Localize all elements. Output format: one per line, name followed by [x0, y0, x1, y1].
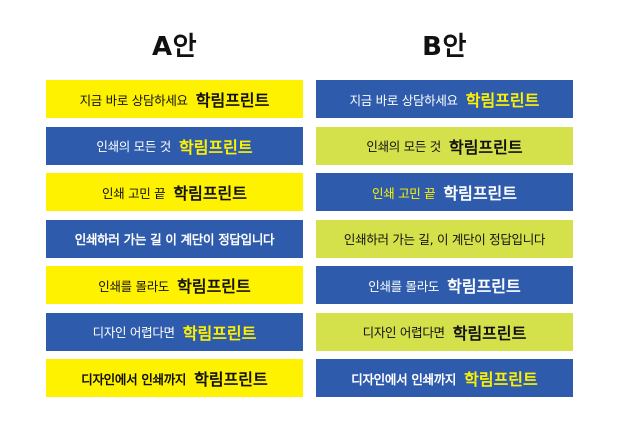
banner-text: 디자인 어렵다면 — [362, 325, 445, 340]
banner-a-1: 지금 바로 상담하세요 학림프린트 — [46, 80, 303, 118]
banner-a-5: 인쇄를 몰라도 학림프린트 — [46, 266, 303, 304]
column-b-title: B안 — [422, 32, 467, 62]
brand-name: 학림프린트 — [195, 91, 270, 110]
brand-name: 학림프린트 — [464, 370, 538, 389]
banner-text: 인쇄를 몰라도 — [368, 278, 440, 294]
banner-text: 인쇄하러 가는 길 이 계단이 정답입니다 — [74, 232, 275, 247]
banner-b-7: 디자인에서 인쇄까지 학림프린트 — [316, 359, 573, 397]
column-a: 지금 바로 상담하세요 학림프린트 인쇄의 모든 것 학림프린트 인쇄 고민 끝… — [46, 80, 303, 406]
column-b: 지금 바로 상담하세요 학림프린트 인쇄의 모든 것 학림프린트 인쇄 고민 끝… — [316, 80, 573, 406]
banner-text: 지금 바로 상담하세요 — [349, 92, 458, 108]
banner-text: 디자인에서 인쇄까지 — [81, 371, 187, 387]
banner-b-6: 디자인 어렵다면 학림프린트 — [316, 312, 573, 351]
banner-a-3: 인쇄 고민 끝 학림프린트 — [46, 173, 303, 211]
brand-name: 학림프린트 — [448, 137, 523, 157]
banner-text: 인쇄의 모든 것 — [366, 139, 441, 154]
banner-text: 지금 바로 상담하세요 — [79, 92, 188, 108]
banner-a-6: 디자인 어렵다면 학림프린트 — [46, 312, 303, 351]
banner-b-3: 인쇄 고민 끝 학림프린트 — [316, 173, 573, 211]
banner-b-5: 인쇄를 몰라도 학림프린트 — [316, 266, 573, 304]
brand-name: 학림프린트 — [177, 277, 251, 296]
banner-text: 인쇄 고민 끝 — [102, 185, 166, 201]
brand-name: 학림프린트 — [447, 277, 521, 296]
brand-name: 학림프린트 — [182, 323, 257, 343]
banner-text: 인쇄하러 가는 길, 이 계단이 정답입니다 — [343, 232, 546, 247]
brand-name: 학림프린트 — [178, 137, 253, 157]
banner-a-4: 인쇄하러 가는 길 이 계단이 정답입니다 — [46, 219, 303, 258]
brand-name: 학림프린트 — [465, 91, 540, 110]
column-a-title: A안 — [151, 32, 198, 62]
banner-b-4: 인쇄하러 가는 길, 이 계단이 정답입니다 — [316, 219, 573, 258]
banner-text: 인쇄 고민 끝 — [372, 185, 436, 201]
banner-b-1: 지금 바로 상담하세요 학림프린트 — [316, 80, 573, 118]
banner-a-2: 인쇄의 모든 것 학림프린트 — [46, 126, 303, 165]
banner-a-7: 디자인에서 인쇄까지 학림프린트 — [46, 359, 303, 397]
brand-name: 학림프린트 — [443, 184, 517, 203]
banner-b-2: 인쇄의 모든 것 학림프린트 — [316, 126, 573, 165]
banner-text: 디자인에서 인쇄까지 — [351, 371, 457, 387]
banner-text: 인쇄를 몰라도 — [98, 278, 170, 294]
banner-text: 디자인 어렵다면 — [92, 325, 175, 340]
brand-name: 학림프린트 — [173, 184, 247, 203]
banner-text: 인쇄의 모든 것 — [96, 139, 171, 154]
brand-name: 학림프린트 — [452, 323, 527, 343]
brand-name: 학림프린트 — [194, 370, 268, 389]
